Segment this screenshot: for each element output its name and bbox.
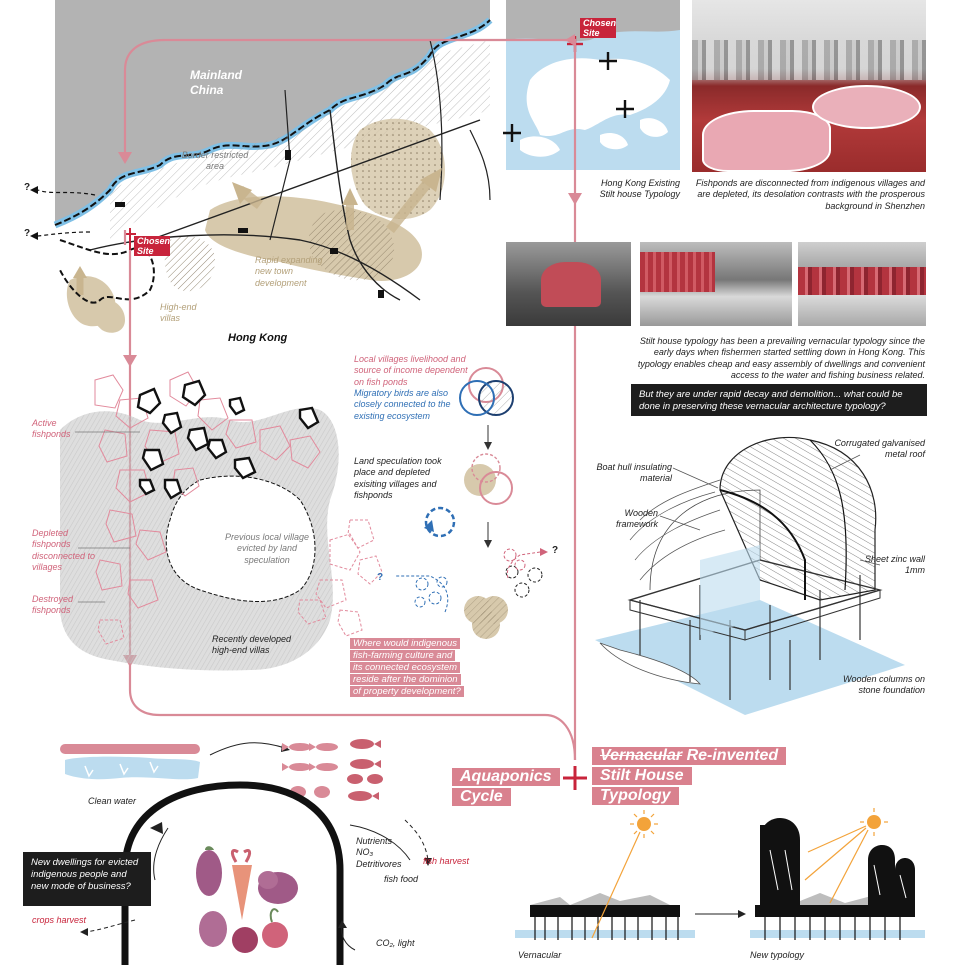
- previous-village-label: Previous local village evicted by land s…: [224, 532, 310, 565]
- chosen-site-badge-map: Chosen Site: [134, 236, 170, 256]
- border-line: [54, 19, 491, 226]
- question-mark-1: ?: [24, 182, 31, 193]
- location-map: [30, 0, 493, 333]
- hk-inset-caption: Hong Kong Existing Stilt house Typology: [599, 178, 680, 200]
- birds-text: Migratory birds are also closely connect…: [354, 388, 451, 421]
- new-town-label: Rapid expanding new town development: [255, 255, 323, 288]
- title-vernacular-struck: Vernacular: [600, 747, 683, 764]
- typology-sections: [515, 808, 925, 940]
- fish-food-label: fish food: [384, 874, 419, 884]
- title-vernacular-reinvented: Vernacular Re-invented: [592, 747, 787, 765]
- zinc-wall-label: Sheet zinc wall 1mm: [864, 554, 925, 576]
- stilt-photo-1: [506, 242, 631, 326]
- question-mark-2: ?: [24, 228, 31, 239]
- title-plus: [563, 766, 587, 790]
- vernacular-label: Vernacular: [518, 950, 562, 960]
- eco-question-mark-2: ?: [377, 572, 384, 583]
- eco-question-mark-1: ?: [552, 545, 559, 556]
- hull-label: Boat hull insulating material: [596, 462, 672, 484]
- eco-question-line: its connected ecosystem: [350, 662, 461, 673]
- recent-villas-label: Recently developed high-end villas: [212, 634, 292, 656]
- fishpond-map: [60, 371, 383, 671]
- mainland-label: Mainland China: [190, 68, 243, 97]
- eco-question-line: of property development?: [350, 686, 464, 697]
- stilt-question-box: But they are under rapid decay and demol…: [631, 384, 927, 416]
- title-typology: Typology: [592, 787, 679, 805]
- eco-question-line: reside after the dominion: [350, 674, 461, 685]
- title-stilt-house: Stilt House: [592, 767, 692, 785]
- villas-label: High-end villas: [160, 302, 197, 324]
- destroyed-fishponds-label: Destroyed fishponds: [32, 594, 74, 616]
- ecosystem-diagram: [395, 367, 548, 639]
- fishpond-photo-caption: Fishponds are disconnected from indigeno…: [695, 178, 925, 211]
- mainland-area: [55, 0, 490, 225]
- eco-question-line: fish-farming culture and: [350, 650, 456, 661]
- roof-label: Corrugated galvanised metal roof: [834, 438, 925, 460]
- stilt-photos-caption: Stilt house typology has been a prevaili…: [637, 336, 925, 380]
- fishpond-photo: [692, 0, 926, 172]
- speculation-text: Land speculation took place and depleted…: [354, 456, 442, 500]
- border-label: Border restricted area: [181, 150, 249, 172]
- connector-lines: [123, 38, 577, 761]
- hk-label: Hong Kong: [228, 332, 288, 344]
- stilt-photo-2: [640, 242, 792, 326]
- fish-harvest-label: fish harvest: [423, 856, 470, 866]
- crops-harvest-label: crops harvest: [32, 915, 87, 925]
- co2-label: CO₂, light: [376, 938, 415, 948]
- columns-label: Wooden columns on stone foundation: [842, 674, 925, 696]
- nutrients-label: Nutrients NO₃ Detritivores: [356, 836, 402, 869]
- title-cycle: Cycle: [452, 788, 511, 806]
- eco-question-line: Where would indigenous: [350, 638, 461, 649]
- livelihood-text: Local villages livelihood and source of …: [354, 354, 468, 387]
- new-dwellings-box: New dwellings for evicted indigenous peo…: [23, 852, 151, 906]
- chosen-site-badge-inset: Chosen Site: [580, 18, 616, 38]
- framework-label: Wooden framework: [615, 508, 658, 530]
- new-typology-label: New typology: [750, 950, 805, 960]
- depleted-fishponds-label: Depleted fishponds disconnected to villa…: [32, 528, 96, 572]
- clean-water-label: Clean water: [88, 796, 137, 806]
- active-fishponds-label: Active fishponds: [32, 418, 71, 440]
- stilt-photo-3: [798, 242, 926, 326]
- title-aquaponics: Aquaponics: [452, 768, 560, 786]
- restricted-area: [110, 40, 490, 240]
- aquaponics-diagram: [60, 739, 432, 965]
- title-reinvented: Re-invented: [682, 747, 779, 764]
- stilt-house-axon: [595, 436, 905, 715]
